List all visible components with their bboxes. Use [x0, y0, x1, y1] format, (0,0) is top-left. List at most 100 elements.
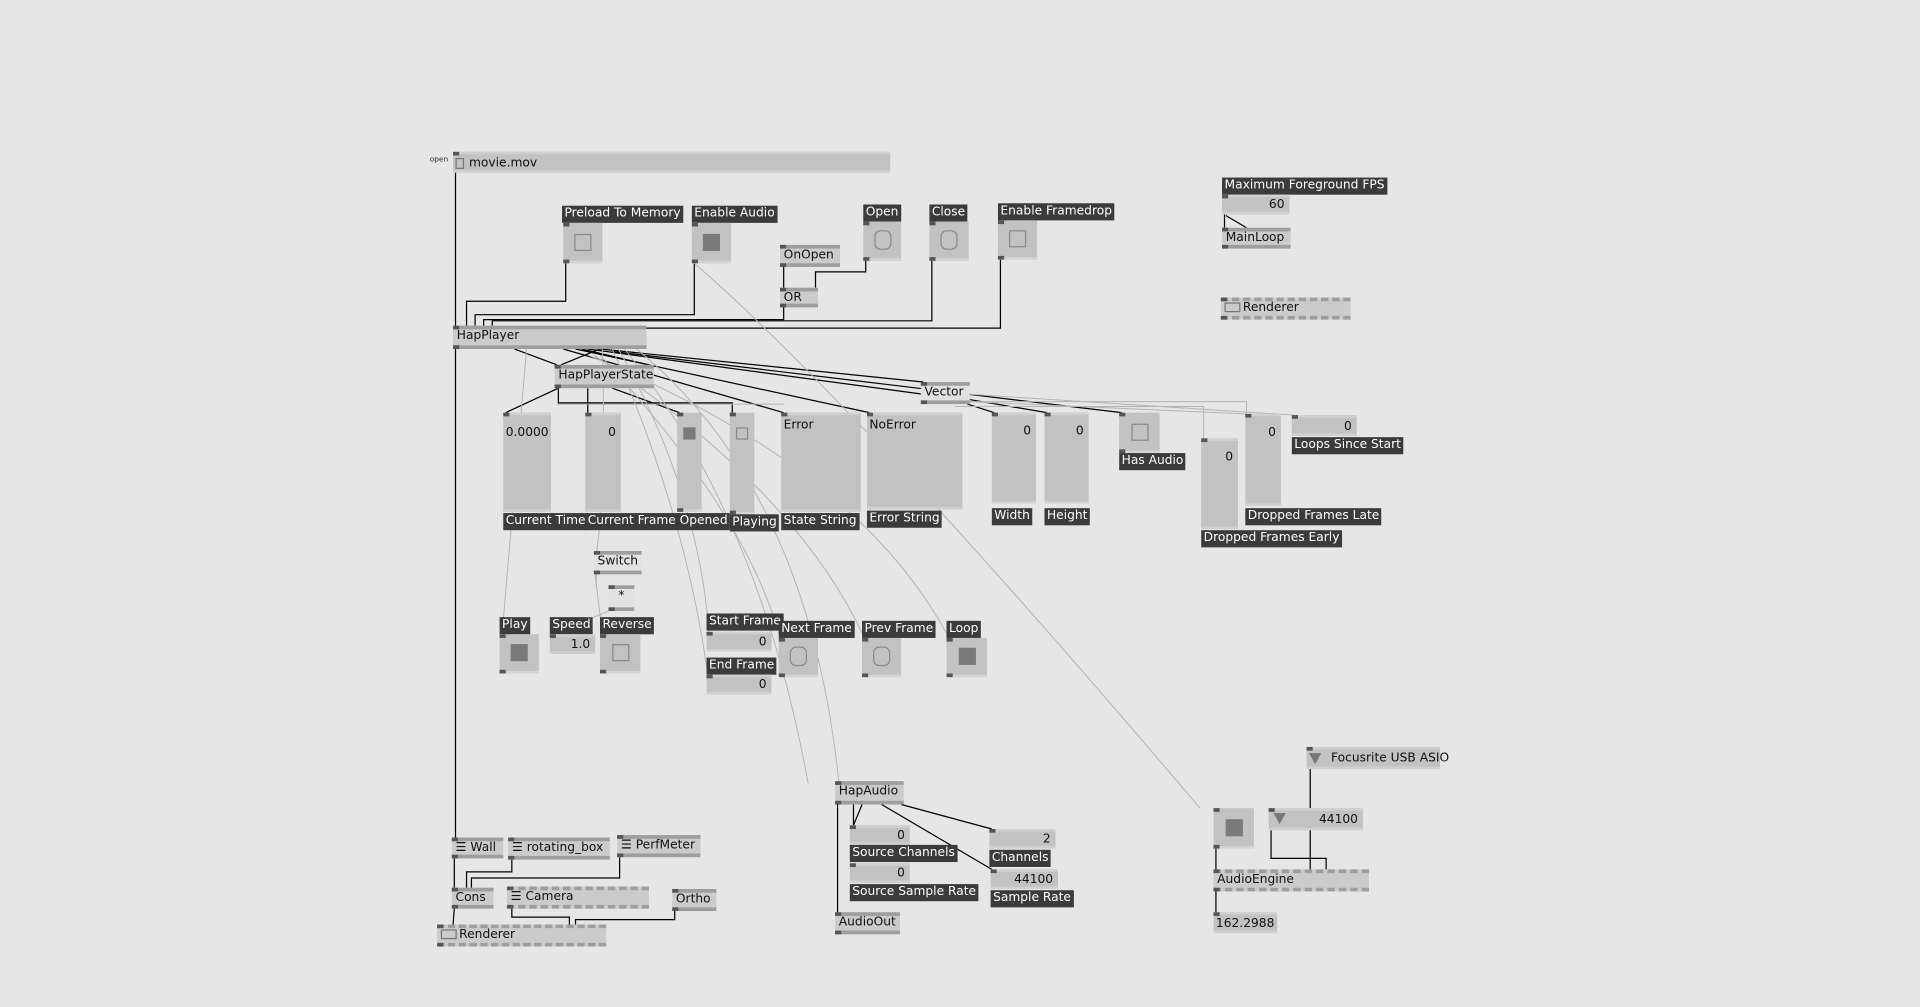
- wire: [574, 911, 676, 925]
- opened-indicator[interactable]: [677, 412, 702, 512]
- multiply-node[interactable]: *: [608, 585, 635, 612]
- sample-rate-dropdown[interactable]: 44100: [1268, 808, 1363, 831]
- rotating-box-node[interactable]: ☰ rotating_box: [508, 837, 610, 860]
- opened-label: Opened: [677, 513, 731, 531]
- open-bang[interactable]: [863, 221, 902, 261]
- sample-rate-box[interactable]: 44100: [990, 869, 1058, 889]
- happlayer-node[interactable]: HapPlayer: [453, 325, 647, 349]
- has-audio-indicator[interactable]: [1119, 412, 1160, 454]
- speed-label: Speed: [549, 617, 594, 635]
- channels-box[interactable]: 2: [989, 828, 1056, 849]
- state-string-box[interactable]: Error: [781, 412, 861, 512]
- channels-label: Channels: [989, 849, 1051, 867]
- audio-enable-toggle[interactable]: [1213, 808, 1254, 849]
- prev-frame-bang[interactable]: [862, 637, 902, 678]
- max-fps-box[interactable]: 60: [1222, 194, 1290, 215]
- height-box[interactable]: 0: [1044, 412, 1089, 504]
- has-audio-label: Has Audio: [1119, 453, 1186, 471]
- happlayerstate-node[interactable]: HapPlayerState: [554, 364, 654, 389]
- wall-node[interactable]: ☰ Wall: [451, 837, 504, 859]
- wire: [646, 259, 1002, 329]
- toggle-off-icon: [735, 427, 749, 440]
- width-box[interactable]: 0: [991, 412, 1036, 504]
- toggle-off-icon: [574, 233, 592, 251]
- toggle-off-icon: [1008, 230, 1027, 248]
- preload-label: Preload To Memory: [562, 205, 684, 223]
- bang-icon: [873, 646, 891, 667]
- loops-box[interactable]: 0: [1291, 415, 1357, 436]
- enable-audio-label: Enable Audio: [691, 205, 778, 223]
- filename-value: movie.mov: [468, 156, 538, 171]
- audioengine-node[interactable]: AudioEngine: [1213, 869, 1369, 892]
- open-bang-label: Open: [863, 204, 901, 222]
- dropdown-arrow-icon: [1273, 813, 1286, 825]
- max-fps-label: Maximum Foreground FPS: [1222, 177, 1387, 195]
- start-frame-input[interactable]: 0: [706, 631, 772, 652]
- wire: [465, 859, 513, 888]
- window-icon: [1224, 302, 1241, 313]
- camera-label: Camera: [525, 890, 574, 904]
- current-frame-box[interactable]: 0: [585, 412, 621, 512]
- dropped-late-label: Dropped Frames Late: [1245, 508, 1382, 526]
- cons-node[interactable]: Cons: [451, 887, 494, 909]
- wire: [901, 803, 993, 830]
- source-channels-box[interactable]: 0: [849, 825, 910, 845]
- bang-icon: [940, 230, 958, 250]
- end-frame-label: End Frame: [706, 657, 777, 675]
- end-frame-input[interactable]: 0: [706, 674, 772, 695]
- module-icon: ☰: [455, 841, 471, 855]
- onopen-node[interactable]: OnOpen: [780, 244, 841, 267]
- close-bang[interactable]: [929, 221, 969, 261]
- filename-input[interactable]: movie.mov: [453, 151, 891, 173]
- reverse-label: Reverse: [600, 617, 655, 635]
- hapaudio-node[interactable]: HapAudio: [835, 781, 904, 805]
- mainloop-node[interactable]: MainLoop: [1222, 227, 1291, 249]
- perfmeter-node[interactable]: ☰ PerfMeter: [617, 835, 701, 858]
- audioout-node[interactable]: AudioOut: [835, 912, 901, 935]
- enable-framedrop-label: Enable Framedrop: [997, 203, 1115, 221]
- loops-label: Loops Since Start: [1291, 437, 1404, 455]
- renderer-bottom-node[interactable]: Renderer: [437, 924, 607, 947]
- dropped-early-label: Dropped Frames Early: [1201, 530, 1342, 548]
- play-toggle[interactable]: [499, 634, 539, 674]
- current-time-label: Current Time: [503, 513, 589, 531]
- error-string-label: Error String: [866, 510, 943, 528]
- next-frame-bang[interactable]: [778, 637, 818, 678]
- wire: [514, 348, 558, 366]
- toggle-off-icon: [611, 644, 629, 662]
- start-frame-label: Start Frame: [706, 613, 784, 631]
- close-bang-label: Close: [929, 204, 968, 222]
- enable-audio-toggle[interactable]: [691, 222, 732, 264]
- device-dropdown[interactable]: Focusrite USB ASIO: [1306, 746, 1449, 769]
- switch-node[interactable]: Switch: [593, 551, 642, 575]
- ortho-node[interactable]: Ortho: [672, 888, 717, 912]
- error-string-box[interactable]: NoError: [866, 412, 963, 510]
- wall-label: Wall: [470, 841, 497, 855]
- current-time-box[interactable]: 0.0000: [503, 412, 552, 512]
- engine-rate-value: 44100: [1319, 813, 1358, 827]
- wire: [612, 387, 680, 414]
- toggle-on-icon: [1225, 818, 1243, 836]
- wire: [581, 348, 650, 366]
- enable-framedrop-toggle[interactable]: [997, 220, 1038, 260]
- reverse-toggle[interactable]: [600, 634, 641, 674]
- renderer-top-node[interactable]: Renderer: [1220, 297, 1351, 320]
- playing-indicator[interactable]: [729, 412, 755, 515]
- module-icon: ☰: [511, 841, 527, 855]
- speed-input[interactable]: 1.0: [549, 634, 596, 654]
- vector-node[interactable]: Vector: [920, 382, 970, 405]
- toggle-on-icon: [958, 647, 976, 665]
- loop-toggle[interactable]: [946, 637, 987, 678]
- preload-toggle[interactable]: [563, 222, 603, 264]
- dropped-early-box[interactable]: 0: [1201, 438, 1238, 529]
- perfmeter-label: PerfMeter: [635, 838, 696, 853]
- dropped-late-box[interactable]: 0: [1245, 413, 1281, 506]
- audioengine-output-box[interactable]: 162.2988: [1213, 912, 1278, 934]
- or-node[interactable]: OR: [780, 287, 818, 308]
- camera-node[interactable]: ☰ Camera: [506, 886, 649, 909]
- window-icon: [440, 929, 457, 940]
- wire: [967, 398, 1048, 414]
- playing-label: Playing: [729, 514, 780, 532]
- source-sample-rate-box[interactable]: 0: [849, 863, 910, 883]
